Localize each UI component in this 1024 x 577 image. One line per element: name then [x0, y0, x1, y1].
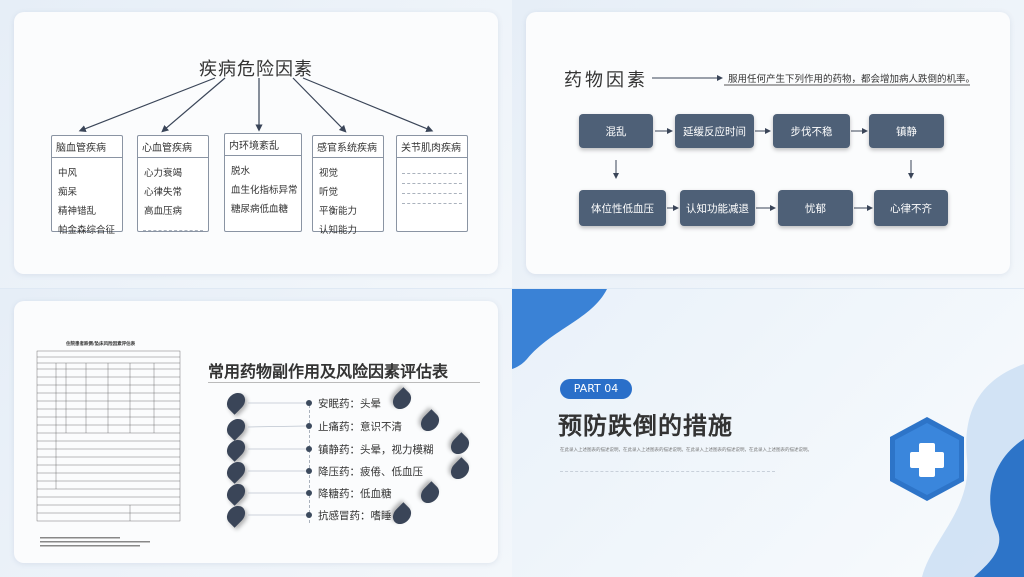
- slide-title: 疾病危险因素: [199, 59, 313, 80]
- category-item: 血生化指标异常: [231, 185, 298, 196]
- drug-item: 镇静药：头晕，视力模糊: [318, 444, 434, 456]
- drug-item: 降糖药：低血糖: [318, 488, 392, 500]
- medical-cross-icon: [890, 417, 964, 501]
- category-item: 听觉: [319, 187, 339, 198]
- connector-arrows: [78, 77, 434, 133]
- empty-line: [402, 203, 462, 204]
- form-title: 住院患者跌倒/坠床风险因素评估表: [66, 342, 136, 347]
- bullet-dot: [306, 512, 312, 518]
- flow-box-depression: 忧郁: [778, 190, 853, 226]
- category-box-cardiovascular: 心血管疾病 心力衰竭 心律失常 高血压病: [137, 135, 209, 232]
- category-item: 精神错乱: [58, 206, 97, 217]
- drug-item: 抗感冒药：嗜睡: [318, 510, 392, 522]
- category-box-internal-environment: 内环境紊乱 脱水 血生化指标异常 糖尿病低血糖: [224, 133, 302, 232]
- drop-connectors: [247, 402, 307, 516]
- category-item: 高血压病: [144, 206, 183, 217]
- category-box-joint-muscle: 关节肌肉疾病: [396, 135, 468, 232]
- category-item: 糖尿病低血糖: [231, 204, 289, 215]
- category-item: 认知能力: [319, 225, 358, 236]
- slide-card: [14, 301, 498, 563]
- slide-part-04[interactable]: PART 04 预防跌倒的措施 在此录入上述图表的描述说明，在此录入上述图表的描…: [512, 289, 1024, 577]
- category-label: 脑血管疾病: [52, 136, 122, 158]
- empty-line: [143, 230, 203, 231]
- form-grid: [36, 350, 181, 547]
- flow-box-cognitive-decline: 认知功能减退: [680, 190, 755, 226]
- flow-box-sedation: 镇静: [869, 114, 944, 148]
- empty-line: [402, 173, 462, 174]
- drug-item: 止痛药：意识不清: [318, 421, 402, 433]
- drug-item: 降压药：疲倦、低血压: [318, 466, 423, 478]
- category-box-cerebrovascular: 脑血管疾病 中风 痴呆 精神错乱 痴呆 帕金森综合征: [51, 135, 123, 236]
- category-item: 视觉: [319, 168, 339, 179]
- category-item: 痴呆: [58, 187, 78, 198]
- bullet-dot: [306, 423, 312, 429]
- title-underline: [208, 382, 480, 383]
- category-box-sensory: 感官系统疾病 视觉 听觉 平衡能力 认知能力: [312, 135, 384, 236]
- slide-subtitle: 在此录入上述图表的描述说明，在此录入上述图表的描述说明。在此录入上述图表的描述说…: [560, 448, 812, 453]
- category-item: 帕金森综合征: [58, 225, 116, 236]
- bullet-dot: [306, 468, 312, 474]
- flow-box-arrhythmia: 心律不齐: [874, 190, 948, 226]
- bullet-dot: [306, 446, 312, 452]
- flow-box-delayed-reaction: 延缓反应时间: [675, 114, 754, 148]
- flow-box-confusion: 混乱: [579, 114, 653, 148]
- divider: [560, 471, 775, 472]
- timeline-line: [309, 405, 310, 523]
- empty-line: [402, 183, 462, 184]
- bullet-dot: [306, 490, 312, 496]
- flow-box-unsteady-gait: 步伐不稳: [773, 114, 850, 148]
- category-label: 感官系统疾病: [313, 136, 383, 158]
- part-badge: PART 04: [560, 379, 632, 399]
- slide-drug-factors[interactable]: 药物因素 服用任何产生下列作用的药物，都会增加病人跌倒的机率。 混乱 延缓反应时…: [512, 0, 1024, 288]
- category-item: 中风: [58, 168, 78, 179]
- bullet-dot: [306, 400, 312, 406]
- flow-arrows: [613, 75, 970, 211]
- slide-title: 常用药物副作用及风险因素评估表: [208, 362, 449, 381]
- category-item: 心律失常: [144, 187, 183, 198]
- category-item: 脱水: [231, 166, 251, 177]
- slide-drug-side-effects[interactable]: 住院患者跌倒/坠床风险因素评估表: [0, 289, 512, 577]
- category-item: 平衡能力: [319, 206, 358, 217]
- slide-disease-risk[interactable]: 疾病危险因素 脑血管疾病 中风 痴呆 精神错乱 痴呆 帕金森综合征 心血管疾病 …: [0, 0, 512, 288]
- category-label: 内环境紊乱: [225, 134, 301, 156]
- category-label: 心血管疾病: [138, 136, 208, 158]
- category-item: 心力衰竭: [144, 168, 183, 179]
- drug-item: 安眠药：头晕: [318, 398, 381, 410]
- assessment-form-thumbnail: 住院患者跌倒/坠床风险因素评估表: [36, 341, 186, 549]
- drug-description: 服用任何产生下列作用的药物，都会增加病人跌倒的机率。: [728, 74, 976, 85]
- slide-title: 药物因素: [564, 70, 648, 91]
- slide-title: 预防跌倒的措施: [558, 412, 733, 440]
- flow-box-orthostatic-hypotension: 体位性低血压: [579, 190, 666, 226]
- category-label: 关节肌肉疾病: [397, 136, 467, 158]
- empty-line: [402, 193, 462, 194]
- decorative-background: [512, 289, 1024, 577]
